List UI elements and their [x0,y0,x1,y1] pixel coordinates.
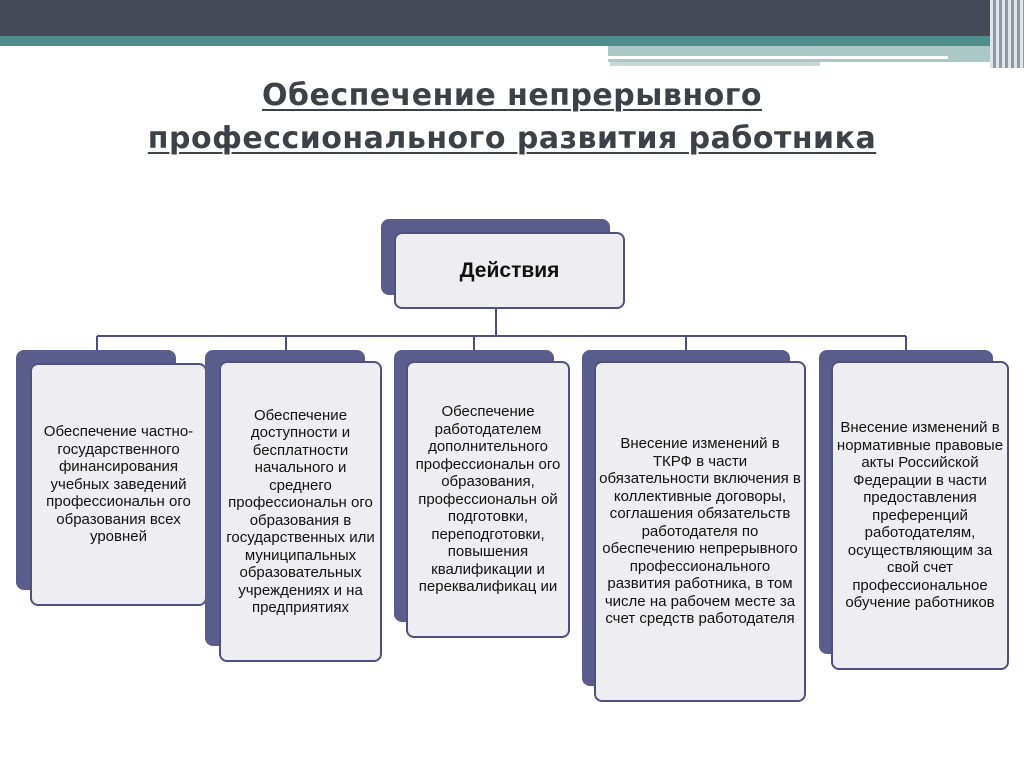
child-node-3-card: Обеспечение работодателем дополнительног… [406,361,570,638]
root-node-card: Действия [394,232,625,309]
child-node-4-card: Внесение изменений в ТКРФ в части обязат… [594,361,806,702]
child-node-5: Внесение изменений в нормативные правовы… [819,350,1009,670]
header-band-light [608,46,1024,62]
slide-title: Обеспечение непрерывного профессионально… [0,74,1024,160]
child-node-4: Внесение изменений в ТКРФ в части обязат… [582,350,806,702]
child-node-3-text: Обеспечение работодателем дополнительног… [415,403,561,596]
child-node-5-text: Внесение изменений в нормативные правовы… [836,419,1004,612]
slide-title-line-2: профессионального развития работника [147,121,877,156]
slide-title-line-1: Обеспечение непрерывного [262,78,762,113]
header-band-line-lower [610,62,820,66]
child-node-1-card: Обеспечение частно-государственного фина… [30,363,207,606]
child-node-4-text: Внесение изменений в ТКРФ в части обязат… [599,435,801,628]
root-node: Действия [381,219,625,311]
child-node-2-card: Обеспечение доступности и бесплатности н… [219,361,382,662]
child-node-2-text: Обеспечение доступности и бесплатности н… [226,406,375,617]
child-node-1-text: Обеспечение частно-государственного фина… [43,423,194,546]
root-node-label: Действия [459,258,560,282]
header-band-line [608,56,948,59]
header-corner-stripes [990,0,1024,68]
header-band-teal [0,36,1024,46]
child-node-3: Обеспечение работодателем дополнительног… [394,350,570,638]
child-node-5-card: Внесение изменений в нормативные правовы… [831,361,1009,670]
header-band-dark [0,0,1024,36]
child-node-2: Обеспечение доступности и бесплатности н… [205,350,382,662]
child-node-1: Обеспечение частно-государственного фина… [16,350,207,606]
